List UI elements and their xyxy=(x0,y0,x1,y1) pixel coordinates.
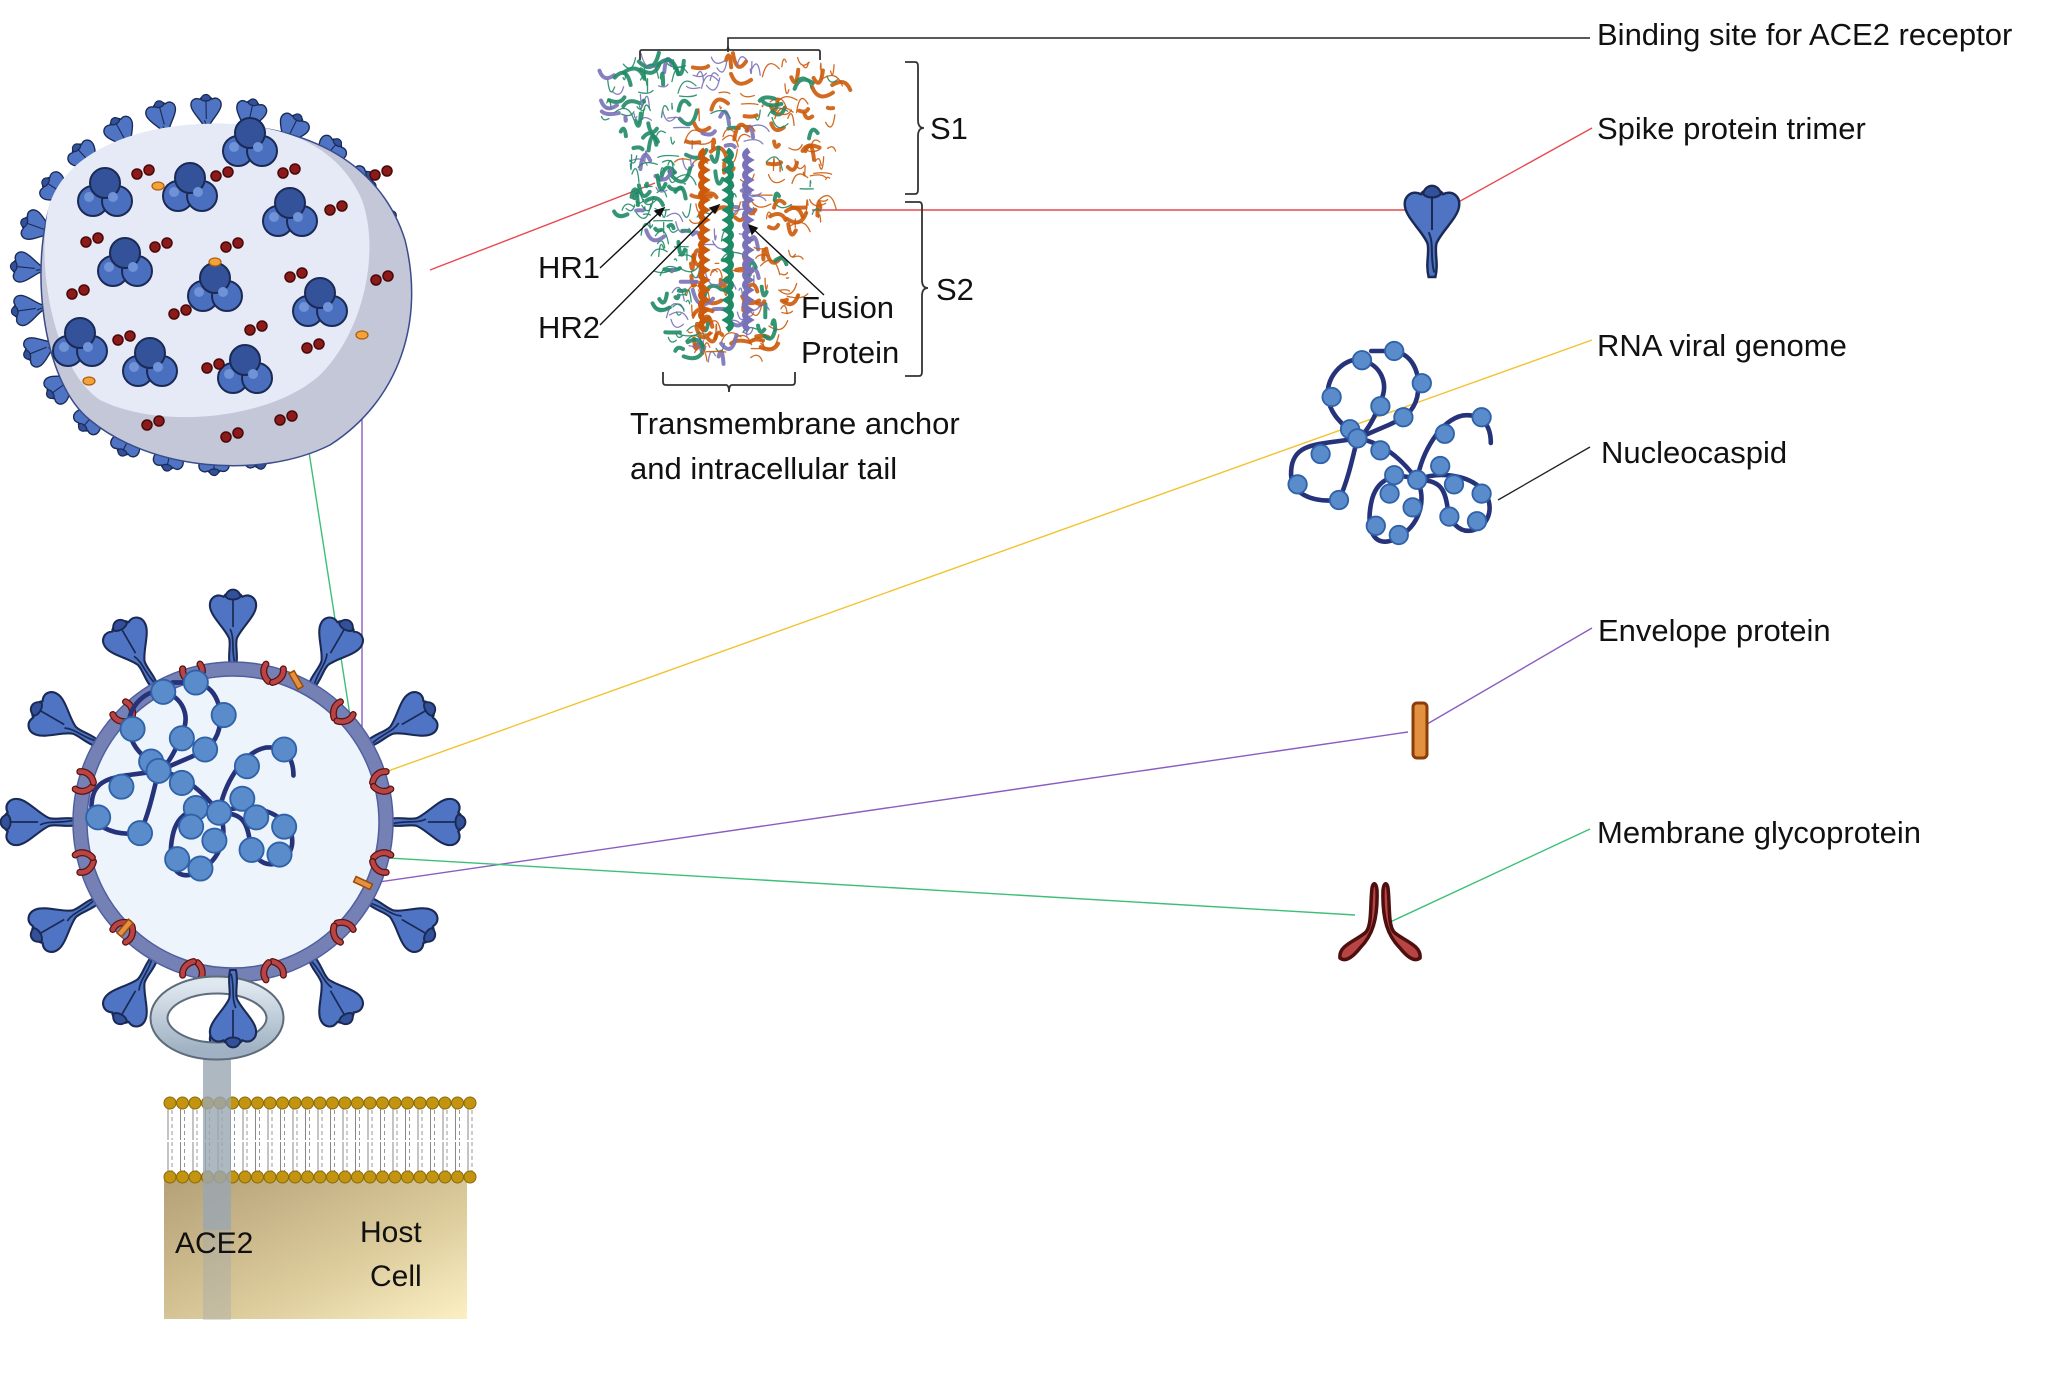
label-host-2: Cell xyxy=(370,1260,422,1293)
leader-nucleocaspid xyxy=(1497,446,1591,501)
leader-membrane-virion xyxy=(371,856,1356,916)
legend-nucleocapsid-icon xyxy=(1287,340,1494,546)
label-transmembrane-1: Transmembrane anchor xyxy=(630,406,960,441)
brackets xyxy=(639,45,929,393)
label-s2: S2 xyxy=(936,272,974,307)
legend-envelope-protein-icon xyxy=(1411,701,1429,760)
spike-protein xyxy=(0,797,80,847)
label-fusion-1: Fusion xyxy=(801,290,894,325)
label-ace2: ACE2 xyxy=(175,1227,253,1260)
virion-surface-illustration xyxy=(8,93,413,477)
label-membrane-glycoprotein: Membrane glycoprotein xyxy=(1597,815,1921,850)
bracket-s1 xyxy=(905,61,925,195)
cross-section-e-proteins xyxy=(115,669,374,938)
host-cell-membrane xyxy=(149,968,477,1320)
leader-envelope-label xyxy=(1421,627,1593,728)
label-nucleocaspid: Nucleocaspid xyxy=(1601,435,1787,470)
label-hr2: HR2 xyxy=(538,310,600,345)
bracket-binding-site xyxy=(639,45,821,60)
bracket-s2 xyxy=(905,201,929,377)
label-binding-site: Binding site for ACE2 receptor xyxy=(1597,17,2012,52)
surface-m-proteins xyxy=(66,163,394,443)
ace2-receptor-stalk xyxy=(203,1052,231,1230)
spike-protein xyxy=(208,588,258,669)
leader-binding-site xyxy=(727,37,1590,52)
label-spike-trimer: Spike protein trimer xyxy=(1597,111,1866,146)
label-transmembrane-2: and intracellular tail xyxy=(630,451,897,486)
bracket-transmembrane xyxy=(662,372,796,393)
legend-membrane-glycoprotein-icon xyxy=(1338,882,1422,962)
label-hr1: HR1 xyxy=(538,250,600,285)
spike-protein-ribbon-structure xyxy=(597,50,853,366)
annotation-arrows xyxy=(599,203,825,326)
label-rna-genome: RNA viral genome xyxy=(1597,328,1847,363)
label-envelope-protein: Envelope protein xyxy=(1598,613,1831,648)
label-fusion-2: Protein xyxy=(801,335,899,370)
label-host-1: Host xyxy=(360,1216,422,1249)
leader-spike-trimer-label xyxy=(1434,127,1593,216)
spike-protein xyxy=(386,797,467,847)
legend-spike-trimer-icon xyxy=(1403,184,1461,279)
leader-spike-upper-virion xyxy=(429,182,656,271)
leader-membrane-label xyxy=(1387,828,1591,924)
cross-section-rna-nucleocapsid xyxy=(85,669,298,882)
label-s1: S1 xyxy=(930,111,968,146)
leader-envelope-virion xyxy=(371,731,1409,884)
